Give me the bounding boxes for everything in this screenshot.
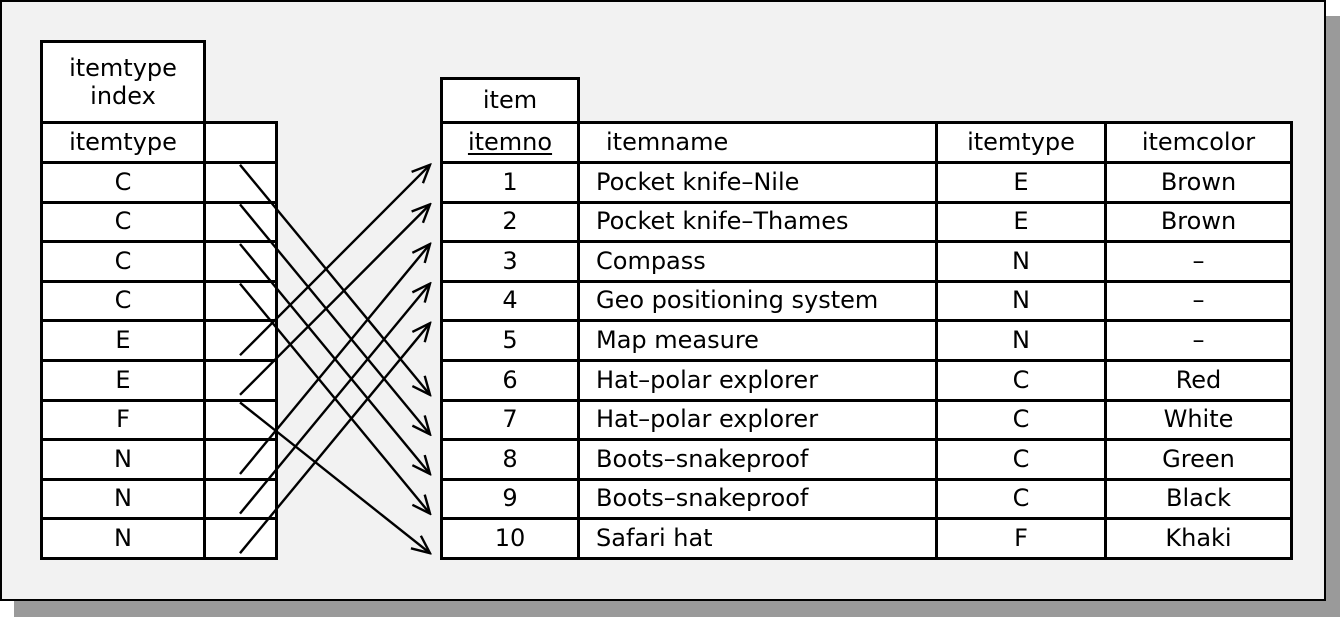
header-itemno: itemno	[440, 121, 580, 164]
item-row-itemno: 6	[440, 359, 580, 402]
item-row-itemno: 3	[440, 240, 580, 283]
item-row-itemtype: N	[935, 280, 1107, 322]
index-row-itemtype: C	[40, 161, 206, 204]
item-row-itemno: 5	[440, 319, 580, 362]
item-row-itemno: 9	[440, 478, 580, 520]
item-row-itemname: Geo positioning system	[577, 280, 938, 322]
index-row-pointer	[203, 161, 278, 204]
index-header-pointer	[203, 121, 278, 164]
index-row-pointer	[203, 280, 278, 322]
item-row-itemno: 1	[440, 161, 580, 204]
index-row-pointer	[203, 438, 278, 481]
index-row-pointer	[203, 478, 278, 520]
item-row-itemtype: C	[935, 359, 1107, 402]
index-header-itemtype: itemtype	[40, 121, 206, 164]
item-row-itemcolor: –	[1104, 240, 1293, 283]
index-row-pointer	[203, 240, 278, 283]
item-row-itemcolor: –	[1104, 319, 1293, 362]
index-row-itemtype: C	[40, 201, 206, 243]
item-row-itemno: 2	[440, 201, 580, 243]
item-row-itemname: Pocket knife–Nile	[577, 161, 938, 204]
index-row-itemtype: N	[40, 517, 206, 560]
item-table-title: item	[440, 77, 580, 125]
item-row-itemname: Boots–snakeproof	[577, 478, 938, 520]
item-row-itemcolor: Khaki	[1104, 517, 1293, 560]
item-row-itemcolor: Red	[1104, 359, 1293, 402]
item-row-itemname: Pocket knife–Thames	[577, 201, 938, 243]
item-row-itemno: 4	[440, 280, 580, 322]
item-row-itemname: Map measure	[577, 319, 938, 362]
index-row-itemtype: C	[40, 240, 206, 283]
index-row-pointer	[203, 399, 278, 441]
item-row-itemcolor: Brown	[1104, 201, 1293, 243]
item-row-itemtype: E	[935, 161, 1107, 204]
item-row-itemno: 7	[440, 399, 580, 441]
item-row-itemname: Hat–polar explorer	[577, 359, 938, 402]
item-row-itemcolor: Black	[1104, 478, 1293, 520]
index-table-title: itemtype index	[40, 40, 206, 125]
item-row-itemtype: C	[935, 438, 1107, 481]
header-itemname: itemname	[577, 121, 938, 164]
index-row-pointer	[203, 359, 278, 402]
index-row-itemtype: E	[40, 319, 206, 362]
item-row-itemname: Safari hat	[577, 517, 938, 560]
index-row-pointer	[203, 319, 278, 362]
index-row-pointer	[203, 201, 278, 243]
index-row-itemtype: N	[40, 438, 206, 481]
item-row-itemcolor: Green	[1104, 438, 1293, 481]
index-row-itemtype: E	[40, 359, 206, 402]
item-row-itemcolor: –	[1104, 280, 1293, 322]
item-row-itemname: Hat–polar explorer	[577, 399, 938, 441]
item-row-itemno: 10	[440, 517, 580, 560]
item-row-itemname: Compass	[577, 240, 938, 283]
index-row-itemtype: F	[40, 399, 206, 441]
item-row-itemno: 8	[440, 438, 580, 481]
item-row-itemtype: C	[935, 399, 1107, 441]
item-row-itemtype: N	[935, 319, 1107, 362]
item-row-itemtype: C	[935, 478, 1107, 520]
index-row-itemtype: C	[40, 280, 206, 322]
item-row-itemname: Boots–snakeproof	[577, 438, 938, 481]
index-row-itemtype: N	[40, 478, 206, 520]
item-row-itemtype: F	[935, 517, 1107, 560]
item-row-itemcolor: White	[1104, 399, 1293, 441]
item-row-itemtype: N	[935, 240, 1107, 283]
index-row-pointer	[203, 517, 278, 560]
item-row-itemcolor: Brown	[1104, 161, 1293, 204]
header-itemtype: itemtype	[935, 121, 1107, 164]
item-row-itemtype: E	[935, 201, 1107, 243]
header-itemcolor: itemcolor	[1104, 121, 1293, 164]
